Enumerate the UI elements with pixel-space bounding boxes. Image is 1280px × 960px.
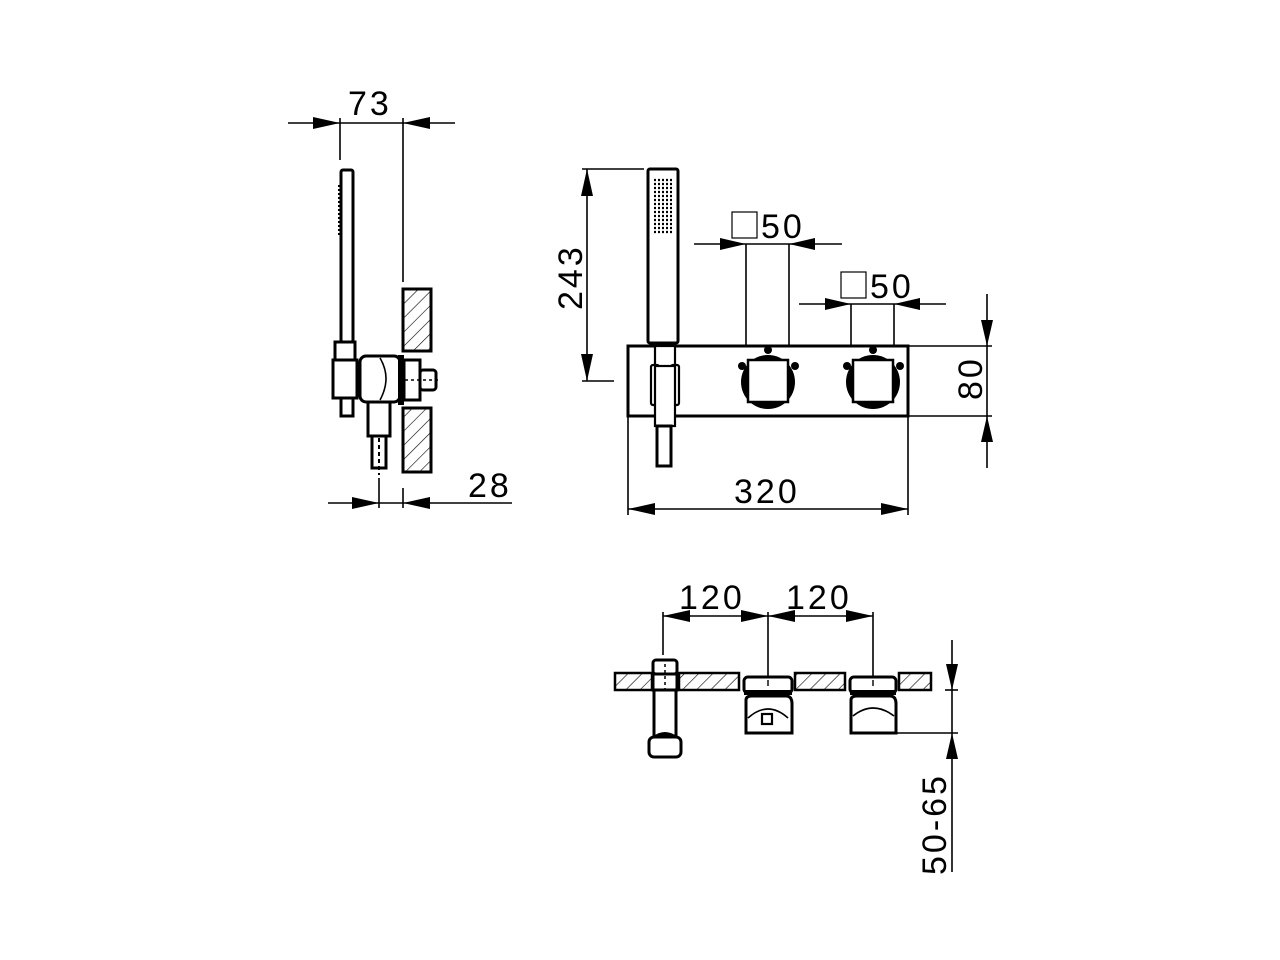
handle-indicator	[760, 712, 774, 726]
dimension-square-50-1: 50	[694, 208, 842, 352]
dimension-50-65: 50-65	[896, 640, 958, 875]
dim-label-50-2: 50	[870, 268, 914, 306]
dimension-120-2: 120	[768, 579, 874, 688]
dim-label-120-2: 120	[786, 579, 852, 617]
dimension-120-1: 120	[662, 579, 769, 688]
dim-label-73: 73	[348, 85, 392, 123]
plan-view: 120 120	[613, 579, 958, 875]
dim-label-50-1: 50	[761, 208, 805, 246]
deck-section-2	[677, 671, 741, 692]
dimension-square-50-2: 50	[799, 268, 946, 352]
dim-label-28: 28	[468, 467, 512, 505]
valve-stem	[366, 400, 392, 438]
wall-section-upper	[401, 287, 433, 353]
shower-connector	[331, 358, 359, 400]
dimension-73: 73	[288, 85, 455, 282]
handle-1-plan	[742, 675, 794, 735]
fixing-nut	[418, 368, 438, 392]
dim-label-50-65: 50-65	[916, 773, 954, 875]
deck-section-1	[613, 671, 654, 692]
wall-section-lower	[401, 406, 433, 474]
shower-holder	[333, 340, 357, 362]
handle-2-plan	[848, 675, 898, 735]
holder-stem	[655, 424, 673, 468]
dim-label-320: 320	[734, 473, 800, 511]
wall-flange	[398, 355, 404, 405]
holder-body	[653, 364, 677, 428]
side-view: 73 28	[288, 85, 512, 509]
shower-holder-front	[649, 344, 681, 468]
handle-1-front	[738, 346, 799, 409]
deck-section-4	[897, 671, 933, 692]
shower-connector-plan	[647, 658, 683, 759]
handle-2-front	[843, 346, 904, 409]
valve-body	[358, 354, 402, 404]
dimension-243: 243	[552, 168, 644, 382]
hand-shower-side	[339, 168, 355, 344]
dimension-28: 28	[328, 467, 512, 509]
spray-nozzles	[654, 178, 672, 234]
shower-outlet	[339, 396, 355, 418]
handle-2-square	[851, 358, 895, 404]
square-symbol-icon	[840, 271, 867, 299]
dimension-320: 320	[627, 416, 909, 515]
front-view: 243 50 50	[552, 167, 993, 515]
square-symbol-icon	[731, 211, 758, 239]
dim-label-243: 243	[552, 244, 590, 310]
deck-section-3	[793, 671, 847, 692]
handle-1-square	[746, 358, 790, 404]
dim-label-80: 80	[952, 356, 990, 400]
dimension-80: 80	[908, 294, 993, 468]
